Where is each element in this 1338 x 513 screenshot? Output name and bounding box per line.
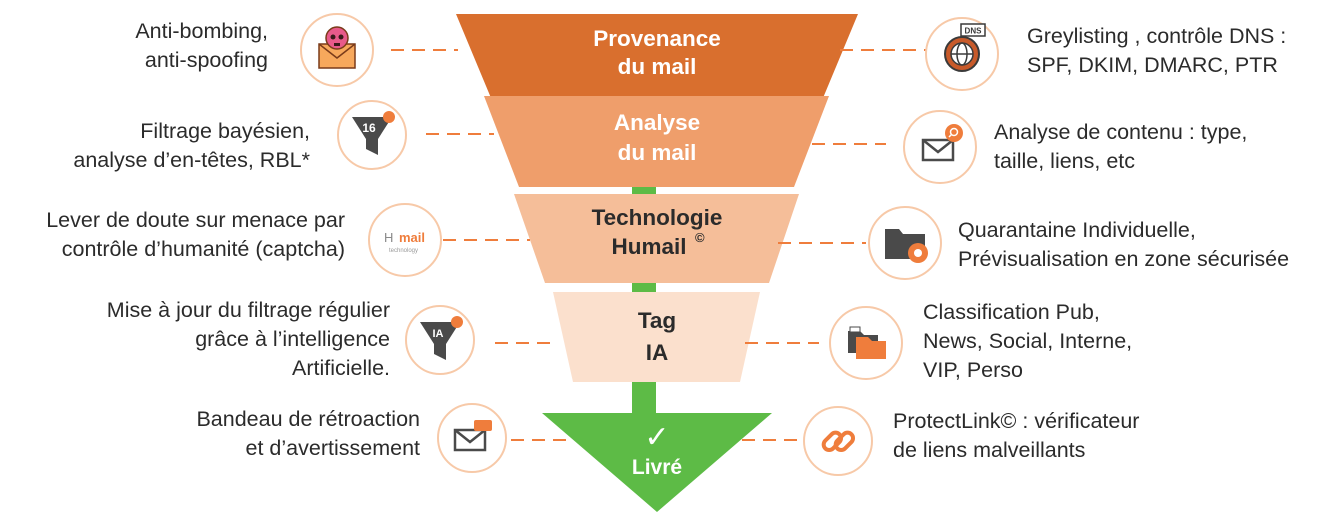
final-label: Livré bbox=[632, 456, 682, 479]
dns-globe-icon: DNS bbox=[925, 17, 999, 91]
funnel-16-icon: 16 bbox=[337, 100, 407, 170]
stage-3-line-2: Humail bbox=[611, 234, 686, 259]
link-icon bbox=[803, 406, 873, 476]
envelope-banner-icon bbox=[437, 403, 507, 473]
right-text-3: Quarantaine Individuelle, Prévisualisati… bbox=[958, 218, 1290, 271]
folders-icon bbox=[829, 306, 903, 380]
humail-logo-h: H bbox=[384, 230, 393, 245]
stage-3-line-1: Technologie bbox=[592, 205, 723, 230]
left-text-5: Bandeau de rétroaction et d’avertissemen… bbox=[196, 407, 420, 460]
dns-text: DNS bbox=[965, 27, 983, 36]
stage-4-line-2: IA bbox=[646, 340, 669, 365]
humail-logo-sub: technology bbox=[389, 248, 418, 254]
funnel-stage-2 bbox=[484, 96, 829, 187]
stage-1-line-1: Provenance bbox=[593, 26, 721, 51]
skull-envelope-icon bbox=[300, 13, 374, 87]
left-text-3: Lever de doute sur menace par contrôle d… bbox=[46, 208, 345, 261]
funnel-stage-4 bbox=[553, 292, 760, 382]
stage-2-line-2: du mail bbox=[618, 140, 697, 165]
funnel-16-text: 16 bbox=[362, 121, 376, 135]
funnel-stage-3 bbox=[514, 194, 799, 283]
final-triangle bbox=[542, 413, 772, 512]
funnel-ia-icon: IA bbox=[405, 305, 475, 375]
stage-2-line-1: Analyse bbox=[614, 110, 700, 135]
stage-3-copyright: © bbox=[695, 230, 705, 245]
right-text-5: ProtectLink© : vérificateur de liens mal… bbox=[893, 409, 1140, 462]
folder-bug-icon bbox=[868, 206, 942, 280]
check-icon: ✓ bbox=[644, 420, 669, 455]
stage-1-line-2: du mail bbox=[618, 54, 697, 79]
right-text-1: Greylisting , contrôle DNS : SPF, DKIM, … bbox=[1027, 24, 1287, 77]
stage-4-line-1: Tag bbox=[638, 308, 676, 333]
right-text-4: Classification Pub, News, Social, Intern… bbox=[923, 300, 1133, 382]
humail-logo-mail: mail bbox=[399, 230, 425, 245]
left-text-1: Anti-bombing, anti-spoofing bbox=[135, 19, 268, 72]
right-text-2: Analyse de contenu : type, taille, liens… bbox=[994, 120, 1248, 173]
funnel-ia-text: IA bbox=[433, 328, 444, 340]
left-connectors bbox=[391, 49, 571, 441]
right-connectors bbox=[742, 49, 928, 441]
funnel-stage-1 bbox=[456, 14, 858, 110]
envelope-search-icon bbox=[903, 110, 977, 184]
humail-logo-icon: H mail technology bbox=[368, 203, 442, 277]
left-text-2: Filtrage bayésien, analyse d’en-têtes, R… bbox=[73, 119, 310, 172]
left-text-4: Mise à jour du filtrage régulier grâce à… bbox=[106, 298, 390, 380]
